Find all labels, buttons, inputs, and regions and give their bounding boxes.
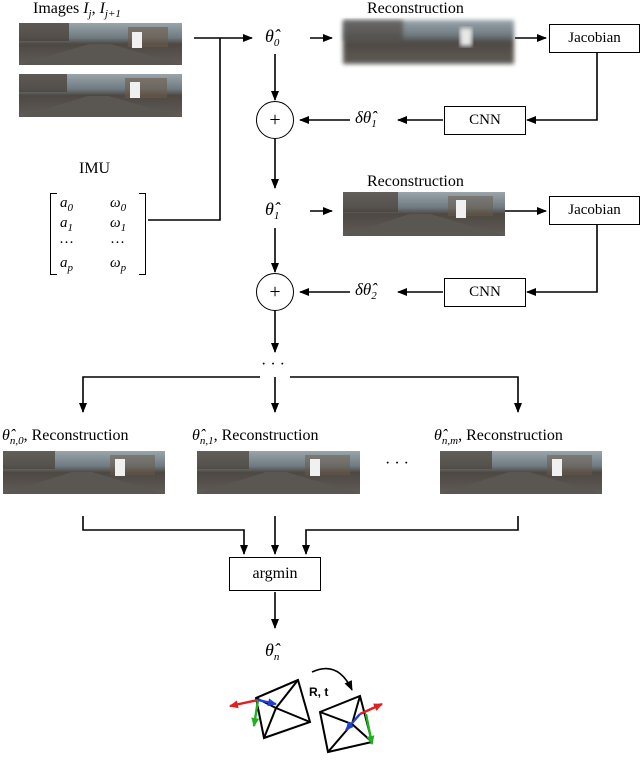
matrix-cell: ωp [110,255,127,274]
branch-image-3 [440,451,602,494]
branch-image-1 [3,451,165,494]
branch-line-left [79,376,260,413]
connectors [79,34,598,691]
camera-axes-2 [345,702,383,745]
theta1-label: θ̂1 [265,199,280,222]
branch-label-2: θ̂n,1, Reconstruction [192,427,319,447]
reconstruction-label-2: Reconstruction [367,173,464,190]
reconstruction-label-1: Reconstruction [367,0,464,17]
plus-node-2: + [256,273,294,311]
delta1-label: δθ̂1 [355,108,377,131]
imu-label: IMU [79,160,111,177]
imu-line [148,38,221,221]
merge-line-right [302,516,519,555]
theta-n-label: θ̂n [265,640,280,663]
rt-arc-arrow [311,667,353,691]
branch-line-right [290,376,522,413]
jacobian-box-1: Jacobian [549,24,640,53]
rt-label: R, t [309,685,329,699]
arrow-jacobian-to-cnn1 [526,52,598,124]
matrix-cell: a1 [60,215,73,234]
matrix-cell: ap [60,255,73,274]
branch-label-3: θ̂n,m, Reconstruction [434,427,563,447]
input-image-1 [19,23,182,65]
matrix-cell: ω0 [110,195,127,214]
matrix-cell: ··· [110,235,125,251]
plus-node-1: + [256,101,294,139]
matrix-cell: ω1 [110,215,127,234]
branch-label-1: θ̂n,0, Reconstruction [2,427,129,447]
camera-frustum-2 [318,694,374,754]
merge-line-left [82,516,248,555]
matrix-cell: ··· [59,235,74,251]
recon-image-1 [343,20,514,64]
branch-dots: · · · [385,455,409,472]
argmin-box: argmin [229,557,321,591]
branch-image-2 [197,451,360,494]
camera-frustum-1 [254,678,312,740]
recon-image-2 [343,192,505,236]
cnn-box-2: CNN [444,278,526,307]
matrix-cell: a0 [60,195,73,214]
jacobian-box-2: Jacobian [549,196,640,225]
continuation-dots: · · · [261,356,285,373]
delta2-label: δθ̂2 [355,280,377,303]
imu-matrix: a0 ω0 a1 ω1 ··· ··· ap ωp [50,193,146,275]
images-label: Images Ij, Ij+1 [33,0,121,20]
input-image-2 [19,74,182,117]
arrow-jacobian2-to-cnn2 [526,225,598,296]
cnn-box-1: CNN [444,106,526,135]
theta0-label: θ̂0 [265,26,280,49]
camera-axes-1 [229,698,277,727]
